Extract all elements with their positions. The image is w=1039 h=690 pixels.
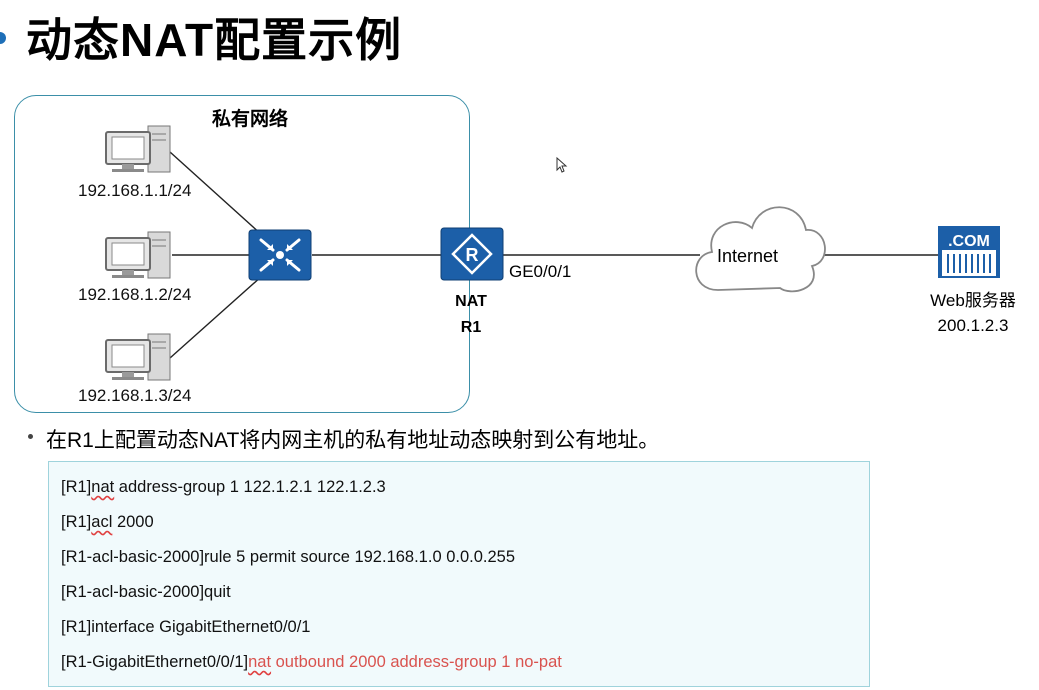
command-line-2: [R1]acl 2000 xyxy=(61,513,154,532)
web-server-name: Web服务器 xyxy=(930,291,1016,310)
internet-label: Internet xyxy=(717,246,779,266)
command-box: [R1]nat address-group 1 122.1.2.1 122.1.… xyxy=(48,461,870,687)
command-prefix: [R1] xyxy=(61,478,92,496)
command-prefix: [R1]interface GigabitEthernet0/0/1 xyxy=(61,618,311,636)
bullet-dot xyxy=(28,434,33,439)
server-badge: .COM xyxy=(948,233,990,250)
pc-icon xyxy=(105,125,171,173)
command-keyword: nat xyxy=(248,653,272,671)
page-title: 动态NAT配置示例 xyxy=(26,14,403,66)
command-rest: 2000 xyxy=(112,513,154,531)
command-line-1: [R1]nat address-group 1 122.1.2.1 122.1.… xyxy=(61,478,386,497)
server-icon: .COM xyxy=(938,226,1000,278)
switch-icon xyxy=(248,229,312,281)
command-line-3: [R1-acl-basic-2000]rule 5 permit source … xyxy=(61,548,515,567)
router-icon: R xyxy=(440,227,504,281)
pc-icon xyxy=(105,333,171,381)
command-line-5: [R1]interface GigabitEthernet0/0/1 xyxy=(61,618,310,637)
command-rest: address-group 1 122.1.2.1 122.1.2.3 xyxy=(114,478,386,496)
cloud-icon xyxy=(695,206,826,293)
host-ip-2: 192.168.1.2/24 xyxy=(78,285,192,304)
command-highlight: outbound 2000 address-group 1 no-pat xyxy=(271,653,562,671)
cursor-icon xyxy=(556,156,568,173)
command-prefix: [R1-acl-basic-2000]quit xyxy=(61,583,231,601)
command-line-4: [R1-acl-basic-2000]quit xyxy=(61,583,231,602)
host-ip-3: 192.168.1.3/24 xyxy=(78,386,192,405)
router-label: NAT R1 xyxy=(452,289,490,341)
command-prefix: [R1-GigabitEthernet0/0/1] xyxy=(61,653,249,671)
command-keyword: nat xyxy=(91,478,115,496)
interface-label: GE0/0/1 xyxy=(509,262,572,281)
svg-text:R: R xyxy=(466,245,479,265)
command-keyword: acl xyxy=(91,513,113,531)
host-ip-1: 192.168.1.1/24 xyxy=(78,181,192,200)
link-pc3-switch xyxy=(169,275,263,359)
link-pc1-switch xyxy=(169,151,263,236)
command-prefix: [R1] xyxy=(61,513,92,531)
router-label-nat: NAT xyxy=(455,293,487,310)
web-server-ip: 200.1.2.3 xyxy=(937,316,1009,335)
router-label-r1: R1 xyxy=(460,319,482,336)
private-network-label: 私有网络 xyxy=(212,109,289,130)
pc-icon xyxy=(105,231,171,279)
web-server-label: Web服务器 200.1.2.3 xyxy=(918,288,1028,338)
command-line-6: [R1-GigabitEthernet0/0/1]nat outbound 20… xyxy=(61,653,562,672)
command-prefix: [R1-acl-basic-2000]rule 5 permit source … xyxy=(61,548,516,566)
bullet-text: 在R1上配置动态NAT将内网主机的私有地址动态映射到公有地址。 xyxy=(46,429,660,452)
title-bullet xyxy=(0,32,6,44)
